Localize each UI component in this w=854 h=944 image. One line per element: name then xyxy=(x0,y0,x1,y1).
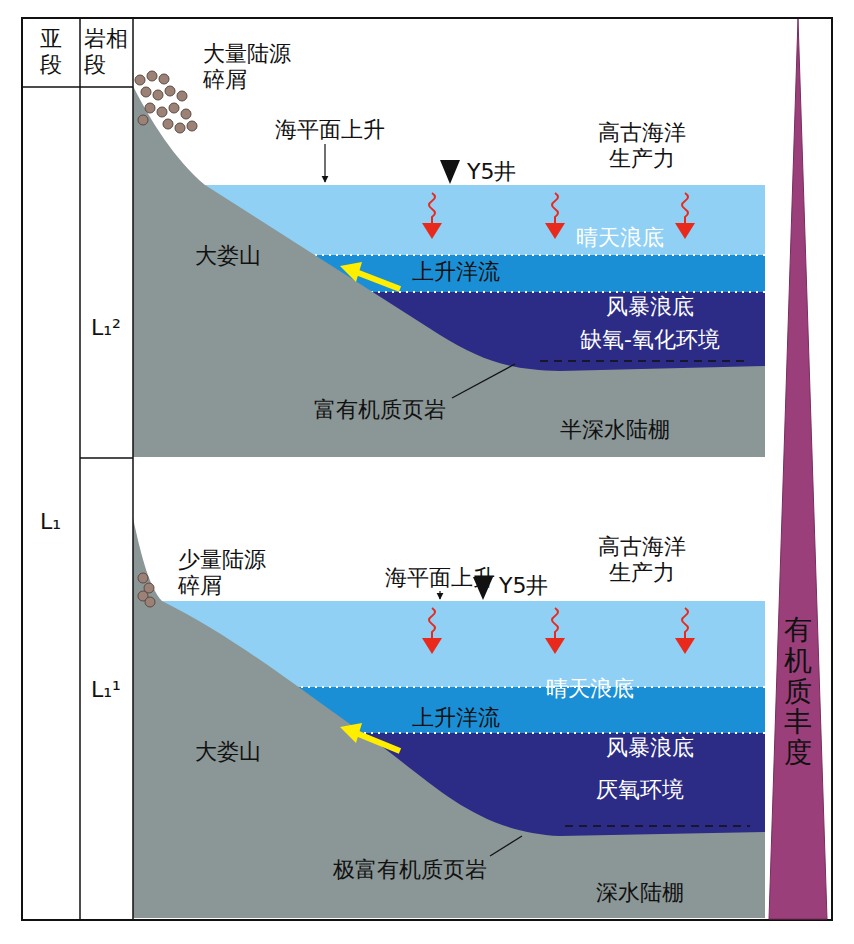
mountain-label: 大娄山 xyxy=(195,243,261,269)
detritus-dot xyxy=(181,109,191,119)
wave-base-label: 风暴浪底 xyxy=(606,735,694,761)
table-rule xyxy=(132,18,134,920)
mountain-label: 大娄山 xyxy=(195,739,261,765)
redox-line xyxy=(565,825,750,827)
detritus-dot xyxy=(138,115,148,125)
well-marker xyxy=(440,160,460,184)
mountain-shelf xyxy=(133,518,765,918)
detritus-dot xyxy=(177,91,187,101)
shelf-label: 深水陆棚 xyxy=(596,880,684,906)
productivity-arrow xyxy=(675,608,695,654)
triangle-shape xyxy=(766,18,830,920)
upwelling-arrow xyxy=(356,733,400,751)
detritus-dot xyxy=(153,90,163,100)
detritus-dot xyxy=(147,71,157,81)
facies-label: L₁¹ xyxy=(91,677,121,703)
detritus-dot xyxy=(187,121,197,131)
wave-base-label: 风暴浪底 xyxy=(606,294,694,320)
productivity-arrow xyxy=(545,193,565,239)
leader-line xyxy=(490,836,522,856)
axis-label: 有机质丰度 xyxy=(784,615,812,769)
detritus-dot xyxy=(163,119,173,129)
table-rule xyxy=(79,18,81,920)
column-header: 岩相段 xyxy=(84,26,128,79)
productivity-arrow xyxy=(675,193,695,239)
detritus-dot xyxy=(175,123,185,133)
environment-label: 厌氧环境 xyxy=(596,777,684,803)
shelf-label: 半深水陆棚 xyxy=(560,417,670,443)
well-label: Y5井 xyxy=(499,573,548,599)
table-rule xyxy=(80,457,133,459)
rock-label: 极富有机质页岩 xyxy=(333,857,487,883)
detritus-dot xyxy=(159,74,169,84)
detritus-dot xyxy=(157,107,167,117)
subsection-label: L₁ xyxy=(40,509,61,535)
abundance-triangle: 有机质丰度 xyxy=(766,18,830,920)
upwelling-arrow xyxy=(356,272,400,289)
productivity-arrow xyxy=(422,608,442,654)
sea-level-arrow xyxy=(324,144,325,182)
facies-label: L₁² xyxy=(91,315,121,341)
detritus-dot xyxy=(135,75,145,85)
sea-level-arrow xyxy=(439,591,440,599)
table-frame xyxy=(22,18,832,920)
well-label: Y5井 xyxy=(467,159,516,185)
upwelling-arrow xyxy=(340,723,362,743)
detritus-dot xyxy=(138,573,148,583)
table-rule xyxy=(22,86,133,88)
upwelling-label: 上升洋流 xyxy=(412,705,500,731)
environment-label: 缺氧-氧化环境 xyxy=(580,327,720,353)
wave-base-label: 晴天浪底 xyxy=(576,225,664,251)
detritus-dot xyxy=(165,86,175,96)
detritus-dot xyxy=(169,103,179,113)
detritus-label: 少量陆源碎屑 xyxy=(178,547,266,600)
mountain-shelf xyxy=(133,86,765,457)
triangle-shape xyxy=(769,19,827,919)
upwelling-arrow xyxy=(340,262,362,282)
detritus-dot xyxy=(141,87,151,97)
wave-base-label: 晴天浪底 xyxy=(546,676,634,702)
detritus-dot xyxy=(145,597,155,607)
redox-line xyxy=(540,360,750,362)
column-header: 亚段 xyxy=(40,26,62,79)
productivity-arrow xyxy=(422,193,442,239)
sea-level-label: 海平面上升 xyxy=(385,565,495,591)
rock-label: 富有机质页岩 xyxy=(314,397,446,423)
sea-level-label: 海平面上升 xyxy=(275,117,385,143)
productivity-label: 高古海洋生产力 xyxy=(598,534,686,587)
upwelling-label: 上升洋流 xyxy=(412,259,500,285)
productivity-arrow xyxy=(545,608,565,654)
detritus-label: 大量陆源碎屑 xyxy=(203,41,291,94)
detritus-dot xyxy=(145,103,155,113)
productivity-label: 高古海洋生产力 xyxy=(598,120,686,173)
leader-line xyxy=(452,364,515,398)
